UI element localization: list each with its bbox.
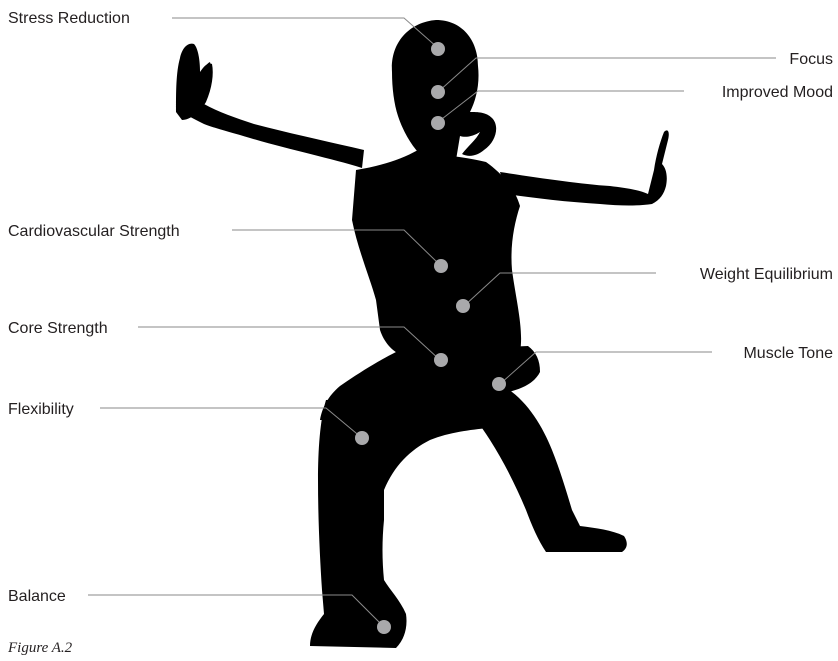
- dot-flexibility: [355, 431, 369, 445]
- figure-caption: Figure A.2: [7, 640, 73, 656]
- label-flexibility: Flexibility: [8, 401, 74, 418]
- dot-stress-reduction: [431, 42, 445, 56]
- label-cardiovascular-strength: Cardiovascular Strength: [8, 223, 180, 240]
- label-stress-reduction: Stress Reduction: [8, 10, 130, 27]
- right-leg: [460, 380, 627, 552]
- right-arm: [500, 130, 669, 205]
- label-core-strength: Core Strength: [8, 320, 108, 337]
- label-balance: Balance: [8, 588, 66, 605]
- dot-improved-mood: [431, 116, 445, 130]
- label-improved-mood: Improved Mood: [722, 84, 833, 101]
- dot-muscle-tone: [492, 377, 506, 391]
- left-leg: [310, 396, 488, 648]
- dot-cardiovascular: [434, 259, 448, 273]
- dot-focus: [431, 85, 445, 99]
- torso: [352, 150, 521, 356]
- person-silhouette: [176, 20, 669, 648]
- dot-balance: [377, 620, 391, 634]
- dot-core-strength: [434, 353, 448, 367]
- dot-weight-equilibrium: [456, 299, 470, 313]
- label-weight-equilibrium: Weight Equilibrium: [700, 266, 833, 283]
- label-muscle-tone: Muscle Tone: [743, 345, 833, 362]
- left-arm: [181, 44, 365, 168]
- label-focus: Focus: [789, 51, 833, 68]
